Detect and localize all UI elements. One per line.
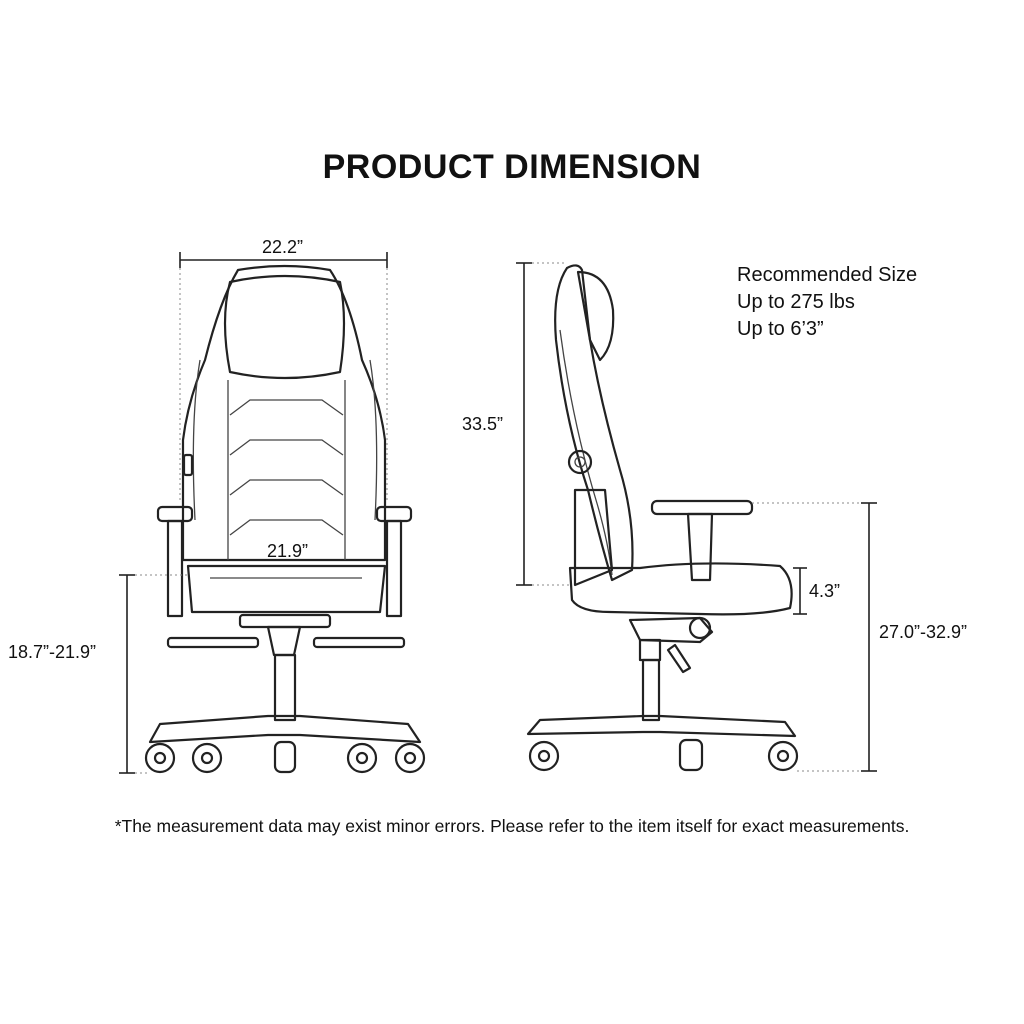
- front-view-chair: [144, 264, 426, 774]
- side-armrest-height-label: 27.0”-32.9”: [879, 622, 968, 642]
- recommended-height: Up to 6’3”: [737, 318, 824, 340]
- front-width-label: 22.2”: [262, 237, 304, 257]
- side-cushion-label: 4.3”: [809, 581, 841, 601]
- front-seat-height-dimension: [119, 574, 188, 774]
- side-cushion-dimension: [793, 567, 807, 615]
- recommended-size-block: Recommended Size Up to 275 lbs Up to 6’3…: [737, 262, 917, 343]
- side-back-height-dimension: [516, 262, 572, 586]
- measurement-footnote: *The measurement data may exist minor er…: [114, 816, 910, 836]
- front-seat-width-label: 21.9”: [267, 541, 309, 561]
- page-title: PRODUCT DIMENSION: [322, 148, 702, 186]
- side-armrest-height-dimension: [752, 502, 877, 772]
- side-view-chair: [526, 264, 799, 772]
- recommended-weight: Up to 275 lbs: [737, 291, 855, 313]
- front-seat-height-label: 18.7”-21.9”: [8, 642, 97, 662]
- side-back-height-label: 33.5”: [462, 414, 504, 434]
- recommended-heading: Recommended Size: [737, 264, 918, 286]
- front-width-dimension: [179, 252, 388, 500]
